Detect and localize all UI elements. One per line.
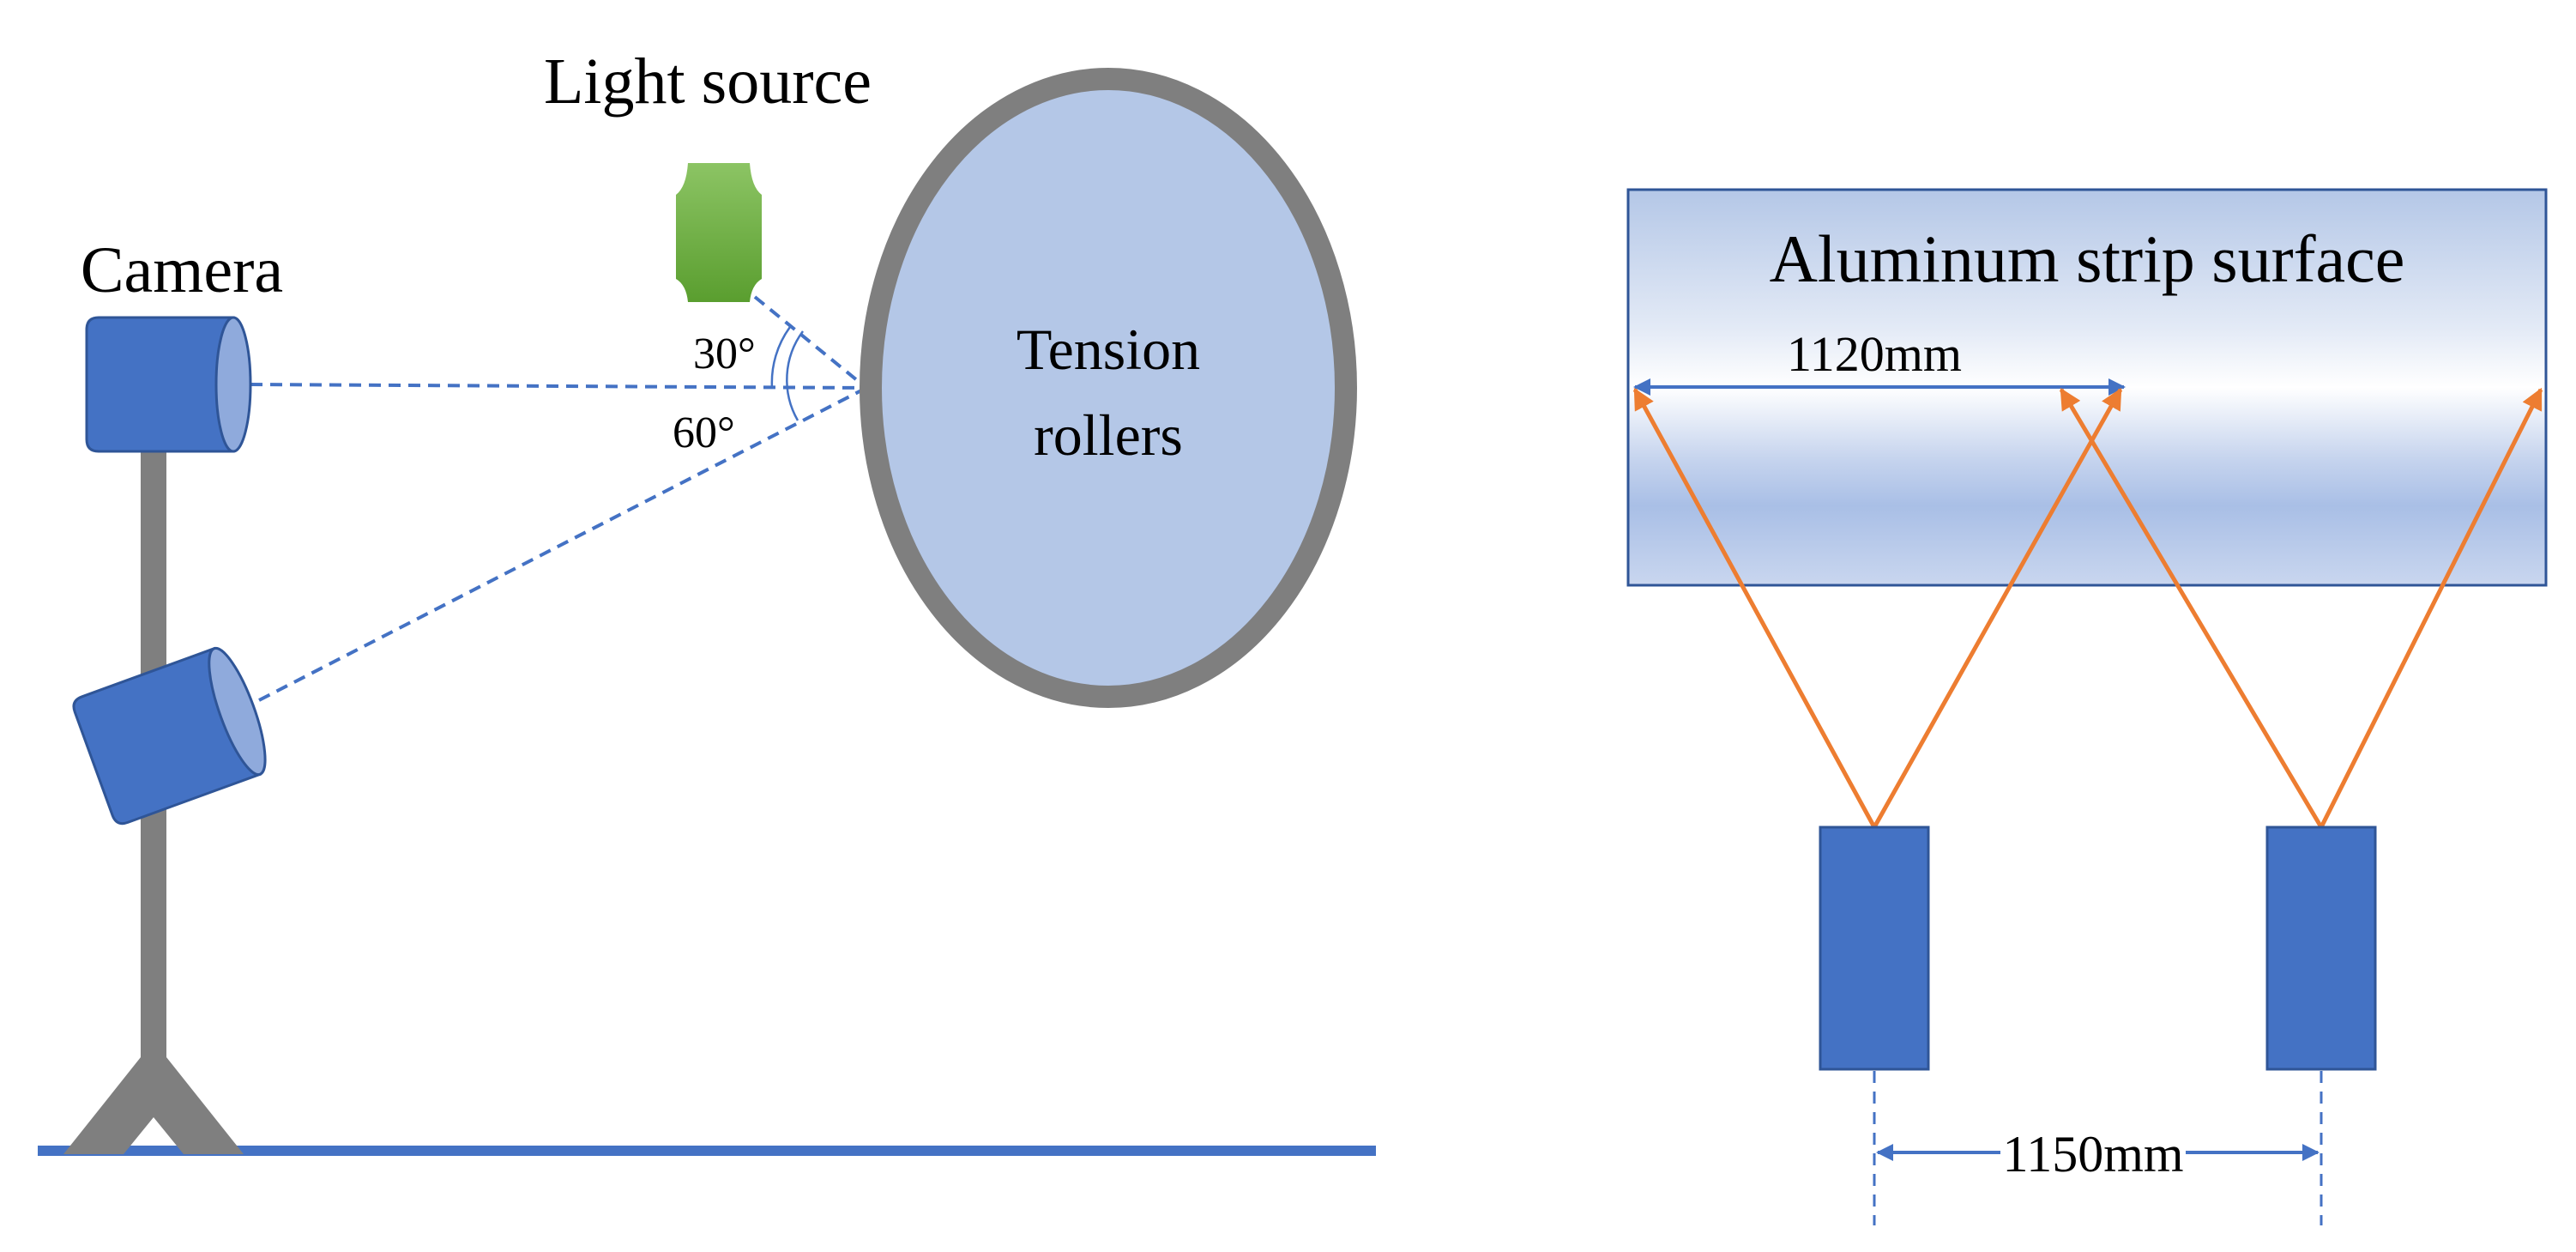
fov-ray-right-cam-right (2319, 387, 2543, 829)
angle-label-30: 30° (693, 330, 756, 378)
upper-camera-body (85, 316, 235, 453)
lower-camera-lens (208, 646, 267, 777)
angle-arc-30 (770, 326, 792, 389)
left-line-camera-icon (1819, 826, 1930, 1071)
fov-ray-left-cam-left (1632, 387, 1877, 829)
left-panel: 30° 60° Tension rollers Light source Cam… (38, 45, 1376, 1156)
upper-camera-icon (85, 316, 252, 453)
fov-ray-right-cam-left (2059, 387, 2324, 829)
lower-camera-sightline (258, 386, 867, 702)
upper-camera-sightline (250, 383, 867, 390)
stand-tripod-base (63, 1057, 244, 1154)
lower-camera-icon (72, 646, 267, 826)
strip-width-label: 1120mm (1787, 326, 1962, 382)
tension-roller (860, 68, 1357, 708)
upper-camera-lens (214, 316, 252, 453)
angle-label-60: 60° (673, 408, 735, 457)
camera-center-lines (1873, 1071, 2323, 1225)
right-line-camera-icon (2265, 826, 2377, 1071)
camera-label: Camera (81, 234, 283, 306)
sight-lines (250, 295, 868, 702)
angle-arcs (770, 326, 805, 421)
right-panel: Aluminum strip surface 1120mm 1150mm (1626, 188, 2548, 1225)
roller-label-line1: Tension (1017, 317, 1200, 382)
strip-surface-label: Aluminum strip surface (1770, 221, 2405, 296)
light-ray-line (753, 295, 868, 390)
light-source-icon (676, 163, 762, 302)
light-source-label: Light source (544, 45, 872, 118)
roller-label-line2: rollers (1034, 402, 1183, 468)
angle-arc-60 (786, 330, 805, 421)
fov-ray-left-cam-right (1872, 387, 2123, 829)
camera-spacing-label: 1150mm (2002, 1126, 2183, 1182)
camera-fov-rays (1632, 387, 2543, 829)
